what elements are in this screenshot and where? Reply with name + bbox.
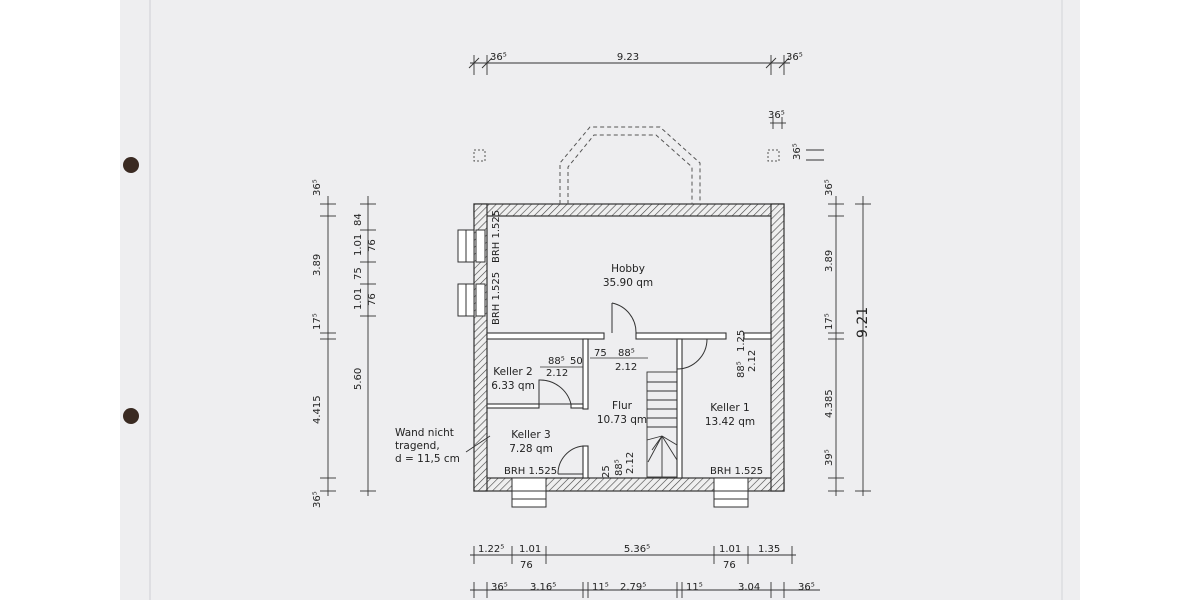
dim-keller2-door-h: 2.12 [546,368,568,379]
dim-right-2: 3.89 [824,250,835,272]
wall-note: Wand nicht tragend, d = 11,5 cm [395,427,491,465]
dim-left-inner-75: 75 [353,267,364,280]
brh-label-2: BRH 1.525 [491,272,502,325]
dim-left-4: 4.415 [312,395,323,424]
dim-bottom1-2: 1.01 [519,544,541,555]
windows-bottom [511,477,749,508]
dim-left-5: 36⁵ [312,491,323,508]
room-keller3-area: 7.28 qm [509,443,553,455]
dim-keller2-door: 88⁵ [548,356,565,367]
dim-left-inner-76b: 76 [367,293,378,306]
punch-hole-bottom [123,408,139,424]
dim-75: 75 [594,348,607,359]
left-dimension-lines [320,196,376,496]
dim-left-inner-101b: 1.01 [353,288,364,310]
dim-125: 1.25 [736,330,747,352]
room-keller2-area: 6.33 qm [491,380,535,392]
dim-left-1: 36⁵ [312,179,323,196]
dim-bottom1-1: 1.22⁵ [478,544,504,555]
right-dimension-lines [828,196,871,496]
dim-bottom1-sub-2: 76 [723,560,736,571]
doors [538,302,708,475]
dim-bottom1-4: 1.01 [719,544,741,555]
wall-note-leader [465,435,491,453]
dim-right-5: 39⁵ [824,449,835,466]
dim-bottom1-5: 1.35 [758,544,780,555]
dim-left-inner-101a: 1.01 [353,234,364,256]
top-right-small-dimension [770,117,824,161]
inner-walls [486,332,772,479]
windows-left [457,229,486,317]
top-dimension [468,55,790,75]
staircase [646,371,678,478]
window-sill-labels: BRH 1.525 BRH 1.525 BRH 1.525 BRH 1.525 [491,210,763,477]
dim-top-wall-right: 36⁵ [786,52,803,63]
brh-label-1: BRH 1.525 [491,210,502,263]
dim-flur-low-h: 2.12 [625,452,636,474]
dim-right-overall: 9.21 [855,307,871,338]
dim-left-3: 17⁵ [312,313,323,330]
dim-top-right-small-2: 36⁵ [792,143,803,160]
dim-bottom2-7: 36⁵ [798,582,815,593]
room-keller1-name: Keller 1 [710,402,749,414]
dim-flur-door-h: 2.12 [615,362,637,373]
dim-bottom2-2: 3.16⁵ [530,582,556,593]
dim-bottom2-4: 2.79⁵ [620,582,646,593]
dim-top-right-small-1: 36⁵ [768,110,785,121]
wall-note-line2: tragend, [395,440,440,452]
dim-bottom1-3: 5.36⁵ [624,544,650,555]
bottom-dimension-lines [470,546,820,598]
brh-label-4: BRH 1.525 [710,466,763,477]
wall-note-line3: d = 11,5 cm [395,453,460,465]
dim-left-inner-84: 84 [353,213,364,226]
dim-bottom2-5: 11⁵ [686,582,703,593]
room-flur-area: 10.73 qm [597,414,647,426]
dim-right-1: 36⁵ [824,179,835,196]
room-keller2-name: Keller 2 [493,366,532,378]
dim-left-inner-76a: 76 [367,239,378,252]
bay-window-outline [559,126,701,204]
brh-label-3: BRH 1.525 [504,466,557,477]
column-marker-left [473,149,486,162]
dim-left-total: 5.60 [353,368,364,390]
room-hobby-name: Hobby [611,263,645,275]
bay-window-inner [567,134,693,204]
column-marker-right [767,149,780,162]
interior-dimensions: 88⁵ 2.12 50 75 88⁵ 2.12 88⁵ 2.12 1.25 25… [540,330,758,478]
dim-bottom2-6: 3.04 [738,582,760,593]
room-hobby-area: 35.90 qm [603,277,653,289]
dim-keller1-door-h: 2.12 [747,350,758,372]
dim-flur-door: 88⁵ [618,348,635,359]
wall-note-line1: Wand nicht [395,427,454,439]
room-labels: Hobby 35.90 qm Keller 1 13.42 qm Keller … [491,263,755,455]
outer-walls [473,203,785,492]
dim-right-4: 4.385 [824,389,835,418]
dim-right-3: 17⁵ [824,313,835,330]
room-flur-name: Flur [612,400,633,412]
dim-50: 50 [570,356,583,367]
dim-flur-low: 88⁵ [614,459,625,476]
dim-bottom1-sub-1: 76 [520,560,533,571]
punch-hole-top [123,157,139,173]
dim-bottom2-3: 11⁵ [592,582,609,593]
dim-25: 25 [601,465,612,478]
dim-keller1-door: 88⁵ [736,361,747,378]
room-keller1-area: 13.42 qm [705,416,755,428]
dim-top-wall-left: 36⁵ [490,52,507,63]
dim-bottom2-1: 36⁵ [491,582,508,593]
paper-sheet [120,0,1080,600]
dim-top-overall: 9.23 [617,52,639,63]
dim-left-2: 3.89 [312,254,323,276]
room-keller3-name: Keller 3 [511,429,550,441]
